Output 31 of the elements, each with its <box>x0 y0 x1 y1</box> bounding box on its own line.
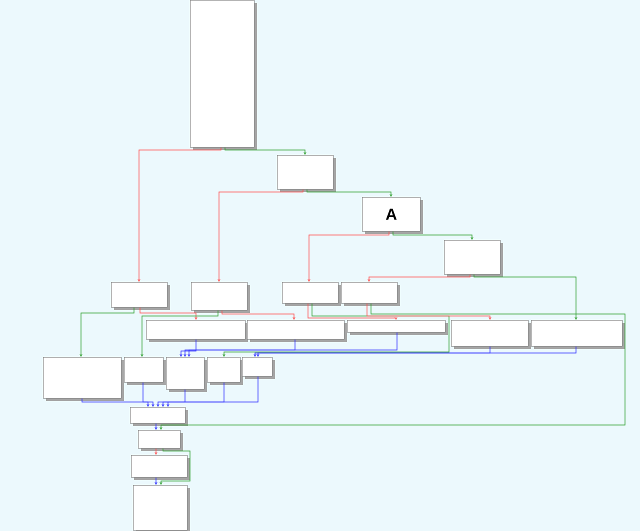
code-block <box>347 320 448 335</box>
arrow <box>222 310 296 320</box>
code-block <box>138 430 183 451</box>
code-block <box>146 320 248 342</box>
code-block <box>444 240 503 277</box>
code-block <box>242 357 275 379</box>
code-block <box>133 485 190 531</box>
code-block: A <box>362 197 423 234</box>
arrow <box>306 189 393 197</box>
code-block <box>111 282 170 310</box>
code-block <box>451 320 531 349</box>
code-block <box>191 282 250 313</box>
code-block <box>130 407 188 426</box>
code-block <box>282 282 341 306</box>
code-block <box>531 320 625 349</box>
code-block <box>124 357 166 385</box>
arrow <box>142 382 155 407</box>
arrow <box>366 303 492 320</box>
code-block <box>190 0 257 150</box>
arrow <box>140 307 198 320</box>
arrow <box>474 274 578 320</box>
code-block <box>131 455 190 480</box>
code-block <box>207 357 243 385</box>
arrow <box>82 398 150 407</box>
code-block <box>341 282 400 306</box>
arrow <box>392 231 474 240</box>
code-block <box>166 357 207 392</box>
code-block <box>277 155 336 192</box>
code-block <box>247 320 347 342</box>
arrow <box>224 147 307 155</box>
arrow <box>308 303 398 320</box>
